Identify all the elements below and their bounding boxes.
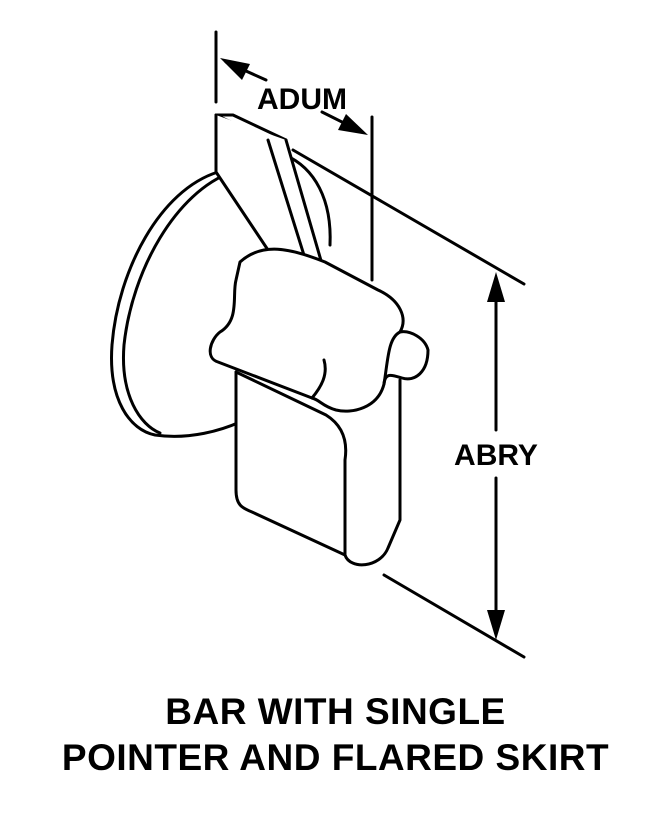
dimension-label-adum: ADUM (257, 83, 347, 116)
bar-body (208, 247, 430, 567)
dimension-label-abry: ABRY (454, 439, 538, 472)
dimension-abry (291, 148, 526, 659)
arrowhead-adum-right (338, 114, 368, 135)
caption-line-1: BAR WITH SINGLE (165, 691, 506, 732)
arrowhead-adum-left (220, 58, 250, 80)
pointer (214, 113, 324, 270)
caption-line-2: POINTER AND FLARED SKIRT (61, 737, 610, 778)
arrowhead-abry-bottom (487, 610, 505, 640)
arrowhead-abry-top (487, 272, 505, 302)
